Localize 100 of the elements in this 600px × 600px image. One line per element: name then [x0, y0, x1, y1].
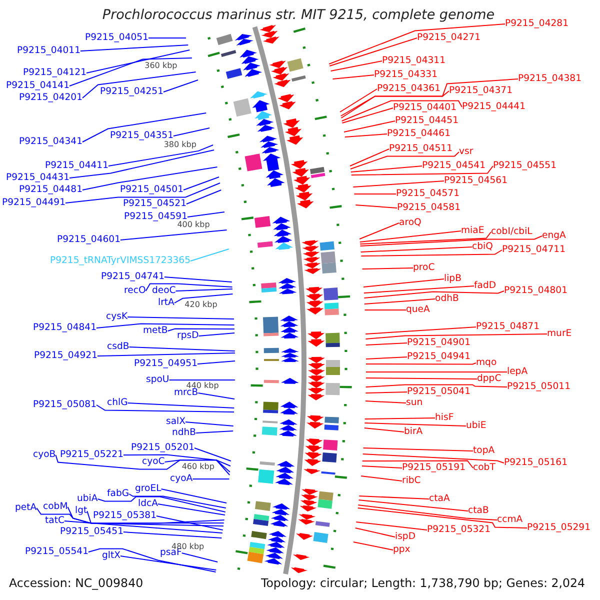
gene-label: gltX — [102, 550, 120, 562]
leader-line — [82, 112, 207, 142]
leader-line — [164, 460, 231, 466]
gene-label: salX — [166, 416, 186, 428]
gene-label: P9215_05011 — [507, 382, 570, 392]
gene-label: P9215_05451 — [60, 526, 124, 538]
leader-line — [181, 552, 218, 562]
leader-line — [96, 323, 235, 328]
gene-label: chlG — [107, 398, 128, 408]
gene-label: P9215_04871 — [476, 322, 540, 332]
gene-label: murE — [547, 328, 572, 340]
gene-label: topA — [473, 446, 495, 456]
gene-label: P9215_04841 — [33, 322, 96, 334]
gene-label: mqo — [476, 358, 497, 368]
leader-line — [55, 454, 230, 472]
gene-label: P9215_05041 — [407, 386, 470, 398]
leader-line — [360, 236, 542, 246]
leader-line — [350, 166, 494, 176]
gene-label: P9215_04381 — [518, 74, 582, 84]
leader-line — [340, 78, 518, 116]
leader-line — [363, 278, 444, 288]
gene-label: vsr — [459, 146, 474, 158]
leader-line — [359, 222, 400, 240]
leader-line — [185, 422, 234, 426]
leader-line — [145, 283, 233, 292]
leader-line — [366, 362, 476, 365]
gene-label: P9215_05191 — [402, 462, 466, 474]
leader-line — [163, 80, 198, 92]
leader-line — [364, 422, 466, 426]
gene-label: P9215_04311 — [382, 56, 446, 66]
genome-info-text: Topology: circular; Length: 1,738,790 bp; Genes: 2,024 — [261, 576, 586, 590]
gene-label: P9215_05161 — [504, 458, 568, 468]
leader-line — [174, 294, 234, 304]
gene-label: fabG — [107, 488, 130, 500]
leader-line — [82, 166, 218, 190]
gene-label: P9215_04361 — [377, 84, 440, 94]
leader-line — [96, 404, 235, 412]
gene-label: P9215_04491 — [2, 198, 66, 208]
gene-label: lrtA — [158, 298, 174, 308]
gene-label: cobI/cbiL — [491, 226, 532, 238]
gene-label: P9215_04581 — [397, 202, 460, 214]
leader-line — [362, 460, 474, 468]
leader-line — [357, 508, 528, 528]
leader-line — [360, 246, 472, 252]
gene-label: P9215_04951 — [134, 358, 198, 370]
gene-label: P9215_04451 — [395, 116, 458, 126]
gene-label: psaF — [160, 548, 182, 558]
gene-label: spoU — [146, 374, 170, 386]
gene-label: P9215_04541 — [422, 160, 486, 172]
gene-label: petA — [15, 502, 37, 514]
gene-label: groEL — [135, 484, 162, 494]
leader-line — [86, 50, 190, 74]
gene-label: P9215_04601 — [57, 234, 120, 246]
gene-label: P9215_04741 — [101, 272, 164, 282]
leader-line — [328, 24, 506, 64]
leader-line — [330, 60, 382, 72]
leader-line — [352, 542, 394, 550]
gene-label: P9215_04461 — [387, 128, 450, 140]
gene-label: P9215_04051 — [85, 32, 148, 44]
leader-line — [120, 230, 228, 240]
gene-label: P9215_04281 — [505, 18, 568, 30]
leader-line — [341, 100, 462, 122]
leader-line — [349, 148, 390, 166]
gene-label: engA — [542, 230, 566, 242]
leader-line — [164, 276, 232, 282]
scale-label: 360 kbp — [144, 61, 178, 70]
leader-line — [187, 212, 225, 218]
gene-label: lgt — [75, 506, 88, 516]
leader-line — [365, 356, 408, 360]
gene-label: P9215_04521 — [123, 198, 186, 210]
gene-label: queA — [406, 304, 430, 316]
leader-line — [364, 428, 404, 432]
gene-label: P9215_05291 — [527, 522, 590, 534]
leader-line — [97, 496, 226, 512]
gene-label: lepA — [507, 366, 528, 378]
leader-line — [362, 268, 414, 270]
gene-label: hisF — [435, 412, 454, 424]
gene-label: birA — [404, 426, 423, 438]
leader-line — [359, 230, 462, 242]
leader-line — [80, 44, 189, 52]
leader-line — [358, 496, 430, 500]
leader-line — [358, 500, 468, 512]
gene-label: ubiE — [466, 420, 486, 432]
gene-label: P9215_04511 — [389, 144, 452, 154]
leader-line — [364, 298, 436, 304]
gene-label: sun — [406, 398, 423, 408]
leader-line — [365, 326, 476, 334]
leader-line — [197, 360, 236, 364]
leader-line — [365, 400, 406, 404]
leader-line — [365, 334, 548, 340]
leader-line — [362, 454, 504, 464]
leader-line — [156, 516, 224, 530]
leader-line — [157, 504, 226, 516]
gene-label: P9215_04401 — [393, 102, 456, 114]
gene-label: P9215_04571 — [396, 188, 460, 200]
gene-label: fadD — [474, 280, 496, 292]
leader-line — [67, 506, 224, 524]
gene-label: rpsD — [177, 330, 199, 342]
leader-line — [344, 120, 396, 132]
gene-label: ctaB — [468, 506, 489, 516]
